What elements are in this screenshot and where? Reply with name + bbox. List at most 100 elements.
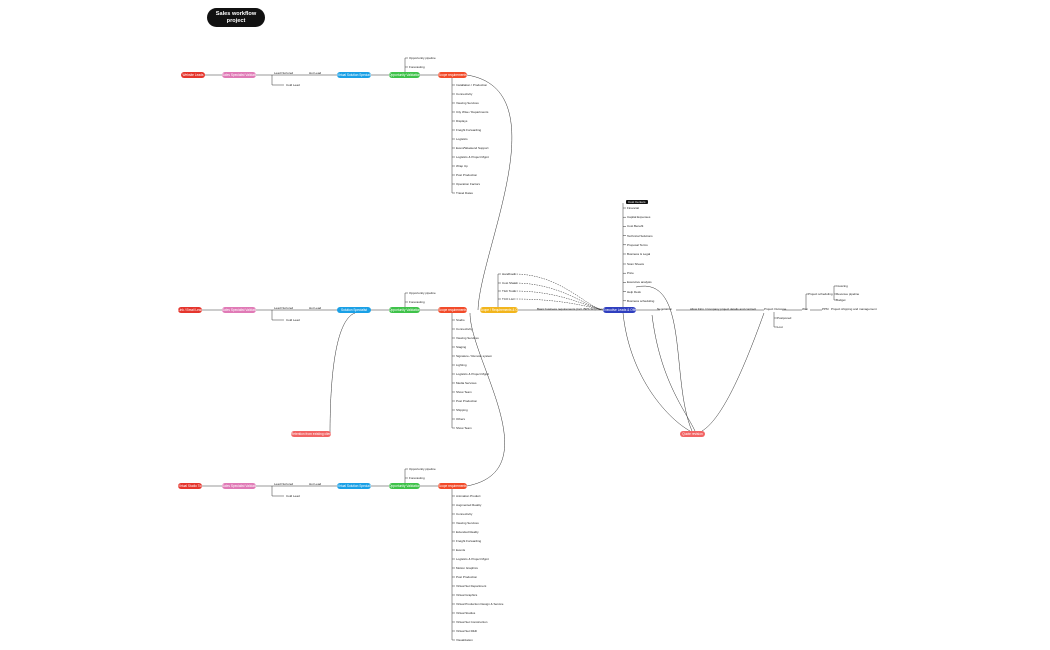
solution-specialist-node[interactable]: Virtual Solution Specialist — [337, 483, 371, 489]
curved-connector — [513, 298, 604, 311]
hot-lead-label: Hot Lead — [309, 481, 322, 486]
diagram-title: Sales workflow project — [207, 8, 265, 27]
requirement-item: Installation / Production — [456, 83, 488, 87]
requirement-item: Shipping — [456, 408, 468, 412]
requirement-item: Lighting — [456, 363, 467, 367]
requirement-item: Viewing Services — [456, 521, 479, 525]
lead-source-node[interactable]: Website Leads — [181, 72, 205, 78]
requirement-item: Visualization — [456, 638, 473, 642]
opportunity-validation-node[interactable]: Opportunity Validation — [389, 72, 420, 78]
scope-offer-node[interactable]: Scope / Requirements & Offer — [480, 307, 518, 313]
requirement-item: Wrap Up — [456, 164, 468, 168]
requirement-item: Virtual Set Department — [456, 584, 487, 588]
review-item: Price — [627, 271, 634, 276]
requirement-item: Media Services — [456, 381, 477, 385]
cost-center-item: Business & Legal — [627, 252, 651, 256]
project-scheduling-label: Project scheduling — [808, 292, 833, 296]
sales-validation-node[interactable]: Sales Specialist Validation — [222, 483, 256, 489]
requirement-item: Augmented Reality — [456, 503, 482, 507]
project-outcome-label: Project Outcome — [764, 306, 787, 311]
opportunity-validation-node[interactable]: Opportunity Validation — [389, 307, 420, 313]
schedule-item: Invoicing — [836, 284, 848, 288]
curved-connector — [651, 314, 696, 432]
sales-validation-node[interactable]: Sales Specialist Validation — [222, 307, 256, 313]
scope-requirements-node[interactable]: Scope requirements — [438, 483, 467, 489]
requirement-item: Connectivity — [456, 512, 473, 516]
requirement-item: Post Production — [456, 173, 478, 177]
review-item: Executive analysis — [627, 280, 652, 285]
cost-center-item: Financial — [627, 206, 640, 210]
cost-center-item: Capital Expenses — [627, 215, 651, 220]
requirement-item: Virtual Studios — [456, 611, 476, 615]
scope-requirements-node[interactable]: Scope requirements — [438, 72, 467, 78]
approval-label: Allow Firm / Company project details and… — [690, 306, 757, 311]
lead-source-node[interactable]: Link / Email Leads — [178, 307, 202, 313]
forecasting-label: Forecasting — [409, 476, 425, 480]
hot-lead-label: Hot Lead — [309, 70, 322, 75]
requirement-item: Event/Weekend Support — [456, 146, 489, 150]
scope-requirements-node[interactable]: Scope requirements — [438, 307, 467, 313]
requirement-item: Staging — [456, 345, 467, 349]
forecasting-label: Forecasting — [409, 65, 425, 69]
schedule-item: Budget — [836, 298, 846, 302]
requirement-item: Virtual Production Design & Service — [456, 602, 504, 606]
cost-center-item: Technical Solutions — [627, 233, 653, 238]
offer-document-label: Handbook — [502, 272, 516, 276]
requirement-item: Post Production — [456, 399, 478, 403]
requirement-item: Connectivity — [456, 327, 473, 331]
requirement-item: Extended Reality — [456, 530, 479, 534]
curved-connector — [513, 273, 604, 311]
lost-label: Lost — [777, 325, 783, 329]
requirement-item: Show Team — [456, 426, 472, 430]
requirement-item: Freight Forwarding — [456, 128, 482, 132]
requirement-item: Others — [456, 417, 466, 421]
opportunity-validation-node[interactable]: Opportunity Validation — [389, 483, 420, 489]
solution-specialist-node[interactable]: Solution Specialist — [337, 307, 371, 313]
requirement-item: Motion Graphics — [456, 566, 478, 570]
requirement-item: Signature / Remote system — [456, 354, 493, 358]
review-item: Help Desk — [627, 289, 641, 294]
requirement-item: Viewing Services — [456, 101, 479, 105]
curved-connector — [329, 312, 356, 435]
cold-lead-label: Cold Lead — [286, 83, 300, 87]
opportunity-pipeline-label: Opportunity pipeline — [409, 56, 436, 60]
hot-lead-label: Hot Lead — [309, 305, 322, 310]
requirements-note: Basic business requirements (Incl. BPS S… — [537, 306, 611, 311]
lead-nurtured-label: Lead Nurtured — [274, 70, 294, 75]
forecasting-label: Forecasting — [409, 300, 425, 304]
requirement-item: Operation Factors — [456, 182, 481, 186]
offer-document-label: TCO List — [502, 297, 514, 301]
lead-nurtured-label: Lead Nurtured — [274, 305, 294, 310]
solution-specialist-node[interactable]: Virtual Solution Specialist — [337, 72, 371, 78]
lead-nurtured-label: Lead Nurtured — [274, 481, 294, 486]
requirement-item: City Wise / Departments — [456, 110, 489, 114]
requirement-item: Connectivity — [456, 92, 473, 96]
curved-connector — [701, 312, 765, 432]
requirement-item: Studio — [456, 318, 465, 322]
curved-connector — [513, 290, 604, 311]
review-item: Scan Sheets — [627, 262, 645, 266]
requirement-item: Travel Dates — [456, 191, 473, 195]
opportunity-pipeline-label: Opportunity pipeline — [409, 467, 436, 471]
requirement-item: Virtual Graphics — [456, 593, 478, 597]
requirement-item: Logistics & Project Mgmt — [456, 372, 490, 376]
requirement-item: Logistics & Project Mgmt — [456, 155, 490, 159]
review-item: Business scheduling — [627, 298, 655, 303]
requirement-item: Show Team — [456, 390, 472, 394]
sales-validation-node[interactable]: Sales Specialist Validation — [222, 72, 256, 78]
quote-revision-node[interactable]: Quote revision — [680, 431, 705, 437]
lead-source-node[interactable]: Virtual Studio Tour — [178, 483, 202, 489]
cold-lead-label: Cold Lead — [286, 494, 300, 498]
curved-connector — [466, 74, 513, 311]
requirement-item: Freight Forwarding — [456, 539, 482, 543]
schedule-item: Revenue pipeline — [836, 292, 860, 296]
requirement-item: Viewing Services — [456, 336, 479, 340]
curved-connector — [466, 312, 505, 487]
retention-node[interactable]: Retention from existing clients — [291, 431, 331, 437]
cost-center-item: Proposal Terms — [627, 242, 648, 247]
requirement-item: Events — [456, 548, 466, 552]
project-management-label: Project shipping and management — [831, 306, 877, 311]
executive-review-node[interactable]: Executive Leads & Offer — [603, 307, 636, 313]
curved-connector — [622, 312, 691, 432]
